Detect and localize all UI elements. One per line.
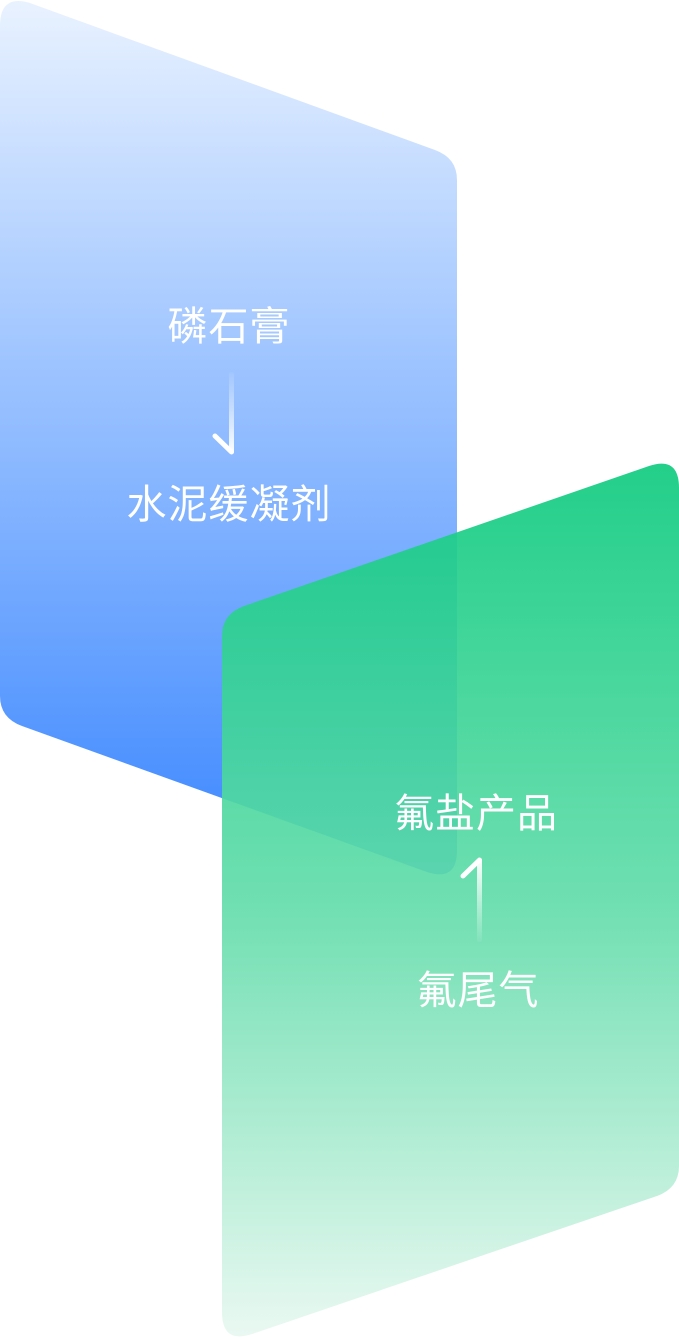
green-panel-top-label: 氟盐产品 — [394, 791, 558, 837]
up-arrow-icon — [460, 857, 482, 942]
blue-panel-top-label: 磷石膏 — [167, 304, 291, 350]
green-panel — [222, 463, 679, 1337]
green-panel-bottom-label: 氟尾气 — [416, 968, 540, 1014]
blue-panel-bottom-label: 水泥缓凝剂 — [126, 482, 332, 528]
down-arrow-icon — [212, 372, 234, 455]
